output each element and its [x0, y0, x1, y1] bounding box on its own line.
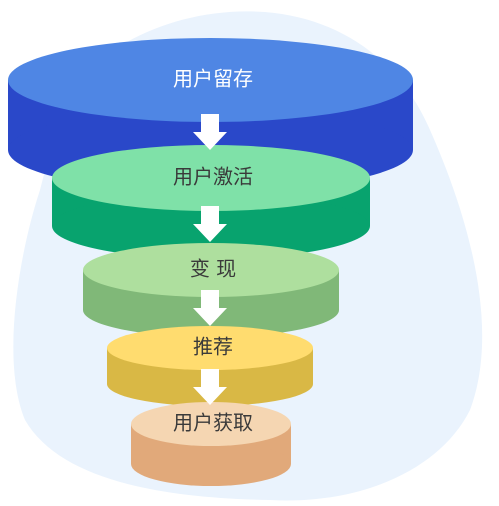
stage-top-ellipse — [107, 326, 313, 370]
stage-top-ellipse — [52, 145, 370, 211]
stage-label: 用户激活 — [173, 165, 253, 189]
down-arrow-icon — [193, 369, 227, 405]
stage-top-ellipse — [83, 243, 339, 297]
stage-user-acquisition — [131, 402, 291, 486]
down-arrow-icon — [193, 206, 227, 242]
stage-top-ellipse — [131, 402, 291, 446]
arrow-shape — [193, 290, 227, 326]
arrow-shape — [193, 369, 227, 405]
stage-top-ellipse — [8, 38, 413, 122]
stage-bottom-ellipse — [131, 442, 291, 486]
stage-label: 用户获取 — [173, 411, 253, 435]
down-arrow-icon — [193, 290, 227, 326]
down-arrow-icon — [193, 114, 227, 150]
arrow-shape — [193, 114, 227, 150]
arrow-shape — [193, 206, 227, 242]
stage-label: 推荐 — [193, 335, 233, 359]
stage-label: 变 现 — [190, 257, 236, 281]
stage-label: 用户留存 — [173, 67, 253, 91]
stage-referral — [107, 326, 313, 406]
stage-user-activation — [52, 145, 370, 259]
